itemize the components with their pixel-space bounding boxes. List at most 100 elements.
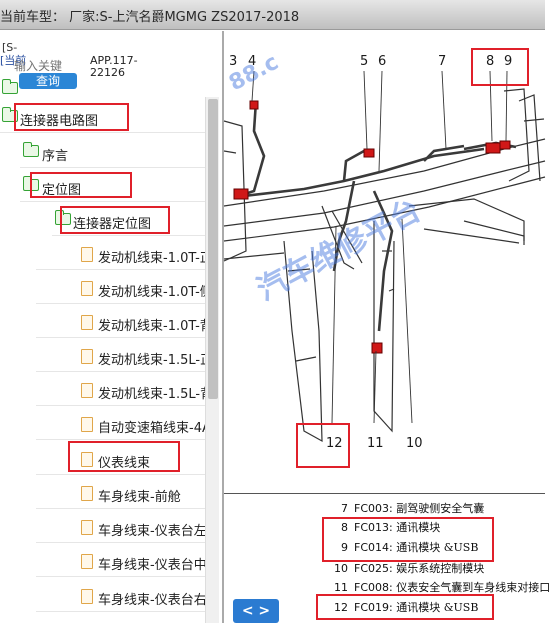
- legend-description: 娱乐系统控制模块: [396, 562, 485, 575]
- callout-number: 11: [367, 436, 384, 451]
- divider: [20, 167, 205, 168]
- scrollbar-thumb[interactable]: [208, 99, 218, 399]
- title-bar: 当前车型： 厂家:S-上汽名爵MGMG ZS2017-2018: [0, 0, 545, 30]
- folder-icon: [23, 142, 39, 157]
- tree-item-dashboard-harness[interactable]: 仪表线束: [78, 449, 205, 473]
- divider: [36, 576, 205, 577]
- tree-item-label: 发动机线束-1.5L-正: [98, 353, 214, 368]
- tree-item-doc[interactable]: 车身线束-仪表台右: [78, 586, 207, 610]
- divider: [36, 405, 205, 406]
- legend-separator: [224, 493, 545, 494]
- highlight-box: [316, 594, 494, 620]
- highlight-box: [322, 517, 494, 562]
- tree-item-doc[interactable]: 车身线束-仪表台左: [78, 517, 207, 541]
- tree-item-label: 车身线束-仪表台左: [98, 524, 207, 539]
- app-code-line-2: 22126: [90, 66, 125, 79]
- search-input[interactable]: [14, 58, 80, 74]
- divider: [36, 269, 205, 270]
- callout-number: 3: [229, 54, 237, 69]
- legend-description: 仪表安全气囊到车身线束对接口: [396, 581, 550, 594]
- sidebar-fragment-1: [S-: [2, 41, 18, 54]
- folder-icon: [55, 210, 71, 225]
- legend-number: 11: [334, 581, 348, 594]
- tree-item-connector-location[interactable]: 连接器定位图: [52, 210, 202, 234]
- divider: [36, 439, 205, 440]
- document-icon: [81, 589, 93, 604]
- legend-number: 7: [341, 502, 348, 515]
- sidebar: [S- [当前 查询 APP.117- 22126 连接器电路图 序言 定位图 …: [0, 31, 222, 623]
- divider: [36, 371, 205, 372]
- legend-code: FC014:: [354, 541, 393, 554]
- tree-item-label: 发动机线束-1.0T-背: [98, 319, 213, 334]
- callout-number: 10: [406, 436, 423, 451]
- tree-root[interactable]: [0, 76, 20, 100]
- tree-item-preface[interactable]: 序言: [20, 142, 200, 166]
- document-icon: [81, 486, 93, 501]
- callout-number: 12: [326, 436, 343, 451]
- tree-item-doc[interactable]: 发动机线束-1.0T-正: [78, 244, 213, 268]
- tree-item-doc[interactable]: 发动机线束-1.0T-背: [78, 312, 213, 336]
- legend-number: 10: [334, 562, 348, 575]
- divider: [36, 303, 205, 304]
- tree-item-label: 连接器定位图: [73, 217, 152, 232]
- legend-code: FC008:: [354, 581, 393, 594]
- tree-item-label: 车身线束-仪表台右: [98, 593, 207, 608]
- legend-number: 8: [341, 521, 348, 534]
- divider: [0, 132, 205, 133]
- callout-number: 6: [378, 54, 386, 69]
- tree-item-label: 序言: [42, 149, 69, 164]
- legend-code: FC003:: [354, 502, 393, 515]
- folder-icon: [2, 79, 18, 94]
- sidebar-scrollbar[interactable]: [205, 97, 219, 623]
- highlight-box: [14, 103, 129, 131]
- connector-icon: [485, 142, 501, 154]
- page-nav-button[interactable]: < >: [233, 599, 279, 623]
- tree-item-label: 仪表线束: [98, 456, 151, 471]
- tree-item-doc[interactable]: 发动机线束-1.0T-侧: [78, 278, 213, 302]
- tree-item-label: 发动机线束-1.5L-背: [98, 387, 214, 402]
- legend-code: FC025:: [354, 562, 393, 575]
- legend-description: 通讯模块 &USB: [396, 601, 479, 614]
- document-icon: [81, 417, 93, 432]
- panel-splitter[interactable]: [222, 31, 224, 623]
- document-icon: [81, 520, 93, 535]
- connector-icon: [363, 148, 375, 158]
- legend-description: 通讯模块 &USB: [396, 541, 479, 554]
- tree-item-doc[interactable]: 车身线束-前舱: [78, 483, 205, 507]
- connector-icon: [371, 342, 383, 354]
- legend-number: 12: [334, 601, 348, 614]
- legend-row: 9 FC014: 通讯模块 &USB: [334, 539, 478, 559]
- legend-description: 通讯模块: [396, 521, 441, 534]
- connector-icon: [233, 188, 249, 200]
- divider: [52, 235, 205, 236]
- callout-number: 4: [248, 54, 256, 69]
- current-model-title: 当前车型： 厂家:S-上汽名爵MGMG ZS2017-2018: [0, 10, 300, 25]
- tree-item-label: 连接器电路图: [20, 114, 99, 129]
- legend-number: 9: [341, 541, 348, 554]
- tree-item-doc[interactable]: 车身线束-仪表台中: [78, 551, 207, 575]
- tree-item-label: 车身线束-仪表台中: [98, 558, 207, 573]
- tree-item-doc[interactable]: 自动变速箱线束-4A: [78, 414, 211, 438]
- divider: [36, 508, 205, 509]
- highlight-box: [30, 172, 132, 198]
- legend-code: FC019:: [354, 601, 393, 614]
- document-icon: [81, 452, 93, 467]
- legend-row: 11 FC008: 仪表安全气囊到车身线束对接口: [334, 579, 550, 599]
- divider: [36, 611, 205, 612]
- callout-number: 7: [438, 54, 446, 69]
- document-icon: [81, 315, 93, 330]
- tree-item-doc[interactable]: 发动机线束-1.5L-正: [78, 346, 213, 370]
- legend-description: 副驾驶侧安全气囊: [396, 502, 485, 515]
- tree-item-label: 发动机线束-1.0T-侧: [98, 285, 213, 300]
- callout-number: 9: [504, 54, 512, 69]
- highlight-box: [296, 423, 350, 468]
- highlight-box: [68, 441, 180, 472]
- query-button[interactable]: 查询: [19, 73, 77, 89]
- connector-location-diagram: 3 4 5 6 7 8 9 12 11 10 汽车维修平台 88.c: [223, 50, 546, 451]
- tree-item-label: 自动变速箱线束-4A: [98, 421, 211, 436]
- tree-item-label: 定位图: [42, 183, 82, 198]
- tree-item-doc[interactable]: 发动机线束-1.5L-背: [78, 380, 213, 404]
- divider: [36, 542, 205, 543]
- document-icon: [81, 281, 93, 296]
